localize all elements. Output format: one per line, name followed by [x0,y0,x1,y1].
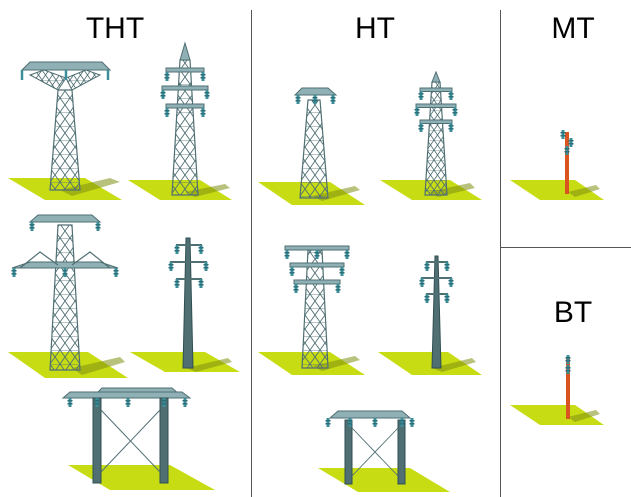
ht-tower-double-circuit [380,70,482,200]
tht-pole-concrete [130,237,240,372]
divider-ht-mt [500,10,501,497]
tht-tower-wide-crossarm [8,61,122,200]
tht-tower-double-circuit [128,41,232,200]
section-heading-tht: THT [85,12,145,45]
section-heading-ht: HT [355,12,395,45]
tht-portal-frame [61,387,215,490]
section-heading-bt: BT [553,296,593,329]
mt-pole-wood [510,130,604,200]
ht-tower-multi-arm [258,245,365,375]
section-heading-mt: MT [551,12,595,45]
tht-tower-delta [8,214,128,378]
ht-pole-concrete [378,255,482,375]
divider-tht-ht [251,10,252,497]
bt-pole-wood [510,355,604,425]
ht-portal-frame [318,410,450,492]
ht-tower-wide-crossarm [258,87,365,205]
divider-mt-bt [500,247,631,248]
